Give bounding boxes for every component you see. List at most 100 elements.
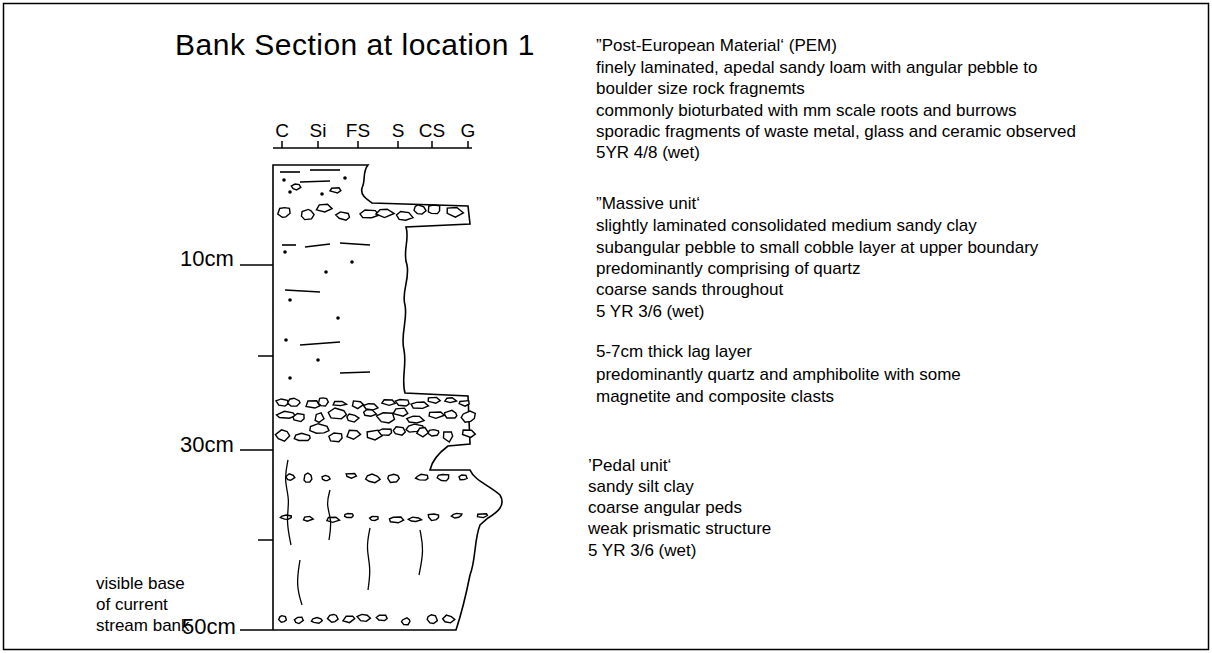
unit-description: predominantly quartz and amphibolite wit…	[596, 366, 961, 383]
clast	[293, 413, 304, 421]
unit-description: sandy silt clay	[588, 478, 694, 495]
ped-crack	[367, 528, 370, 590]
clast	[279, 616, 287, 623]
clast	[328, 408, 346, 419]
clast	[294, 617, 303, 623]
unit-description: sporadic fragments of waste metal, glass…	[596, 123, 1076, 140]
clast	[336, 212, 350, 220]
clast	[327, 614, 338, 622]
clast	[408, 517, 421, 521]
lamina	[282, 244, 296, 246]
ped-crack	[286, 460, 291, 545]
unit-description: ’Pedal unit‘	[588, 457, 671, 474]
clast	[378, 429, 391, 435]
lamina	[300, 181, 330, 182]
clast	[428, 430, 439, 436]
base-note: of current	[96, 596, 168, 613]
unit-description: predominantly comprising of quartz	[596, 260, 861, 277]
lamina	[310, 169, 340, 171]
clast	[366, 474, 380, 483]
clast	[291, 184, 301, 190]
grain-size-label: FS	[346, 121, 370, 140]
depth-ticks	[240, 265, 273, 630]
ped-crack	[419, 530, 423, 575]
clast	[376, 209, 394, 217]
clast	[294, 433, 310, 440]
sand-grain	[343, 176, 347, 180]
unit-description: 5-7cm thick lag layer	[596, 343, 752, 360]
clast	[276, 399, 289, 406]
lamina	[285, 290, 320, 292]
grain-axis	[273, 141, 472, 148]
clast	[388, 474, 400, 482]
clast	[461, 411, 475, 422]
frame	[4, 4, 1209, 650]
clast	[376, 615, 387, 620]
clast	[322, 475, 330, 480]
section-title: Bank Section at location 1	[175, 30, 535, 60]
ped-crack	[298, 560, 302, 605]
sand-grain	[288, 376, 292, 380]
clast	[429, 412, 444, 418]
clast	[318, 398, 328, 406]
clast	[364, 410, 377, 417]
clast	[428, 205, 439, 214]
clast	[275, 430, 289, 441]
clast	[407, 416, 424, 423]
depth-label: 50cm	[182, 616, 236, 638]
clasts	[275, 170, 487, 625]
lamina	[305, 244, 330, 247]
ped-crack	[328, 490, 331, 540]
clast	[286, 474, 295, 480]
clast	[377, 413, 395, 423]
clast	[459, 475, 467, 480]
clast	[346, 474, 356, 479]
unit-description: finely laminated, apedal sandy loam with…	[596, 59, 1037, 76]
sand-grain	[320, 192, 324, 196]
sand-grain	[284, 338, 288, 342]
clast	[393, 427, 405, 435]
base-note: stream bank	[96, 617, 190, 634]
clast	[370, 517, 379, 521]
lamina	[340, 243, 370, 245]
grain-size-label: S	[392, 121, 405, 140]
grain-size-label: G	[461, 121, 476, 140]
clast	[437, 474, 448, 480]
clast	[416, 474, 428, 480]
clast	[327, 517, 340, 522]
clast	[288, 398, 300, 406]
clast	[451, 513, 461, 518]
unit-description: subangular pebble to small cobble layer …	[596, 239, 1038, 256]
unit-description: slightly laminated consolidated medium s…	[596, 217, 977, 234]
clast	[443, 615, 455, 623]
clast	[304, 516, 314, 521]
clast	[347, 430, 361, 439]
lamina	[340, 372, 370, 373]
base-note: visible base	[96, 575, 185, 592]
clast	[304, 473, 312, 482]
clast	[477, 514, 487, 518]
lamina	[300, 342, 340, 345]
clast	[428, 514, 438, 521]
clast	[363, 404, 377, 410]
clast	[306, 401, 320, 408]
clast	[393, 408, 408, 416]
sand-grain	[324, 270, 328, 274]
clast	[447, 207, 463, 217]
lamina	[280, 171, 300, 173]
unit-description: coarse angular peds	[588, 499, 742, 516]
unit-description: ”Post-European Material‘ (PEM)	[596, 37, 837, 54]
clast	[395, 399, 409, 406]
sand-grain	[316, 358, 320, 362]
sand-grain	[288, 190, 292, 194]
log-column	[273, 165, 502, 630]
clast	[427, 615, 437, 624]
grain-size-label: C	[275, 121, 289, 140]
unit-description: 5YR 4/8 (wet)	[596, 144, 700, 161]
unit-description: coarse sands throughout	[596, 281, 783, 298]
clast	[301, 209, 314, 219]
clast	[463, 430, 476, 437]
grain-size-label: CS	[419, 121, 445, 140]
clast	[329, 433, 342, 442]
clast	[402, 618, 410, 625]
